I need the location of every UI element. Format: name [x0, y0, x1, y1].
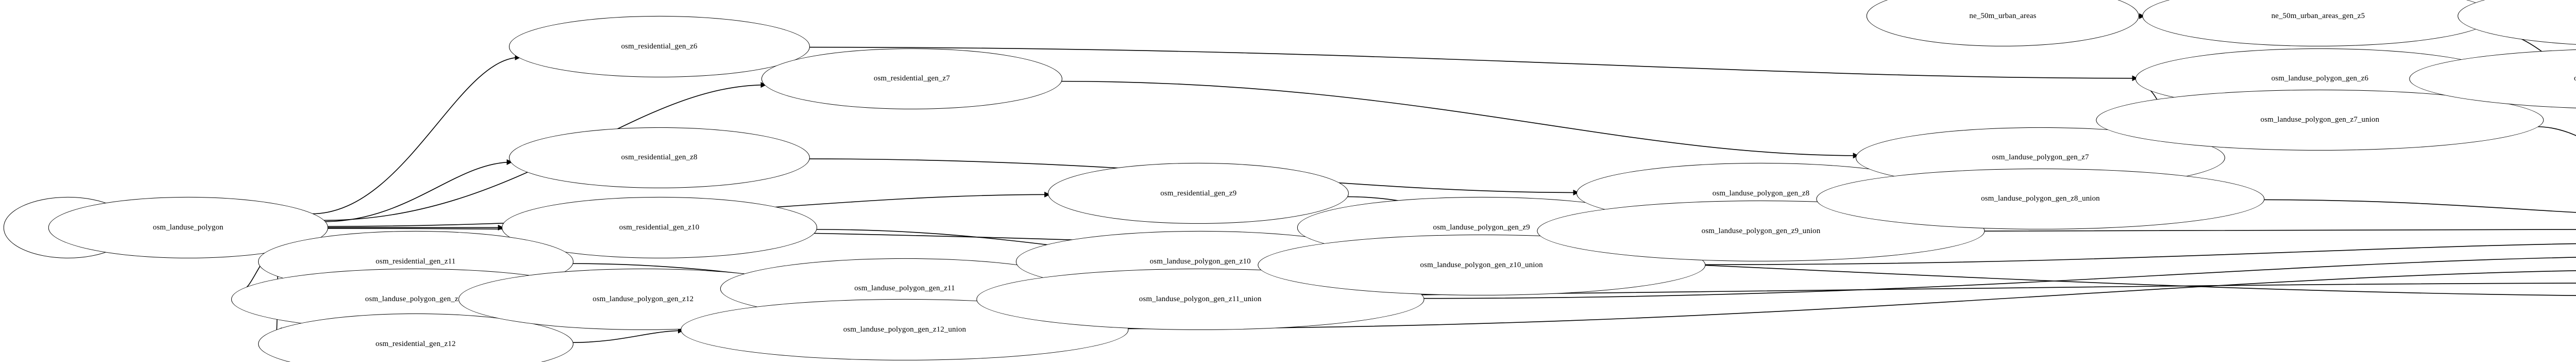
graph-node-label: osm_residential_gen_z8: [621, 153, 698, 162]
graph-node-osm-residential-gen-z7[interactable]: osm_residential_gen_z7: [761, 48, 1062, 109]
graph-node-osm-landuse-polygon-gen-z7-union[interactable]: osm_landuse_polygon_gen_z7_union: [2096, 89, 2544, 151]
graph-node-label: osm_landuse_polygon_gen_z11_union: [1139, 294, 1262, 303]
graph-node-osm-residential-gen-z6[interactable]: osm_residential_gen_z6: [509, 16, 810, 77]
graph-node-label: osm_residential_gen_z6: [621, 42, 698, 51]
graph-node-label: osm_landuse_polygon_gen_z11: [854, 284, 955, 292]
graph-node-label: osm_landuse_polygon_gen_z7: [1992, 153, 2089, 162]
graph-node-label: ne_50m_urban_areas: [1969, 11, 2037, 20]
graph-edge: [324, 159, 513, 222]
graph-node-osm-residential-gen-z8[interactable]: osm_residential_gen_z8: [509, 127, 810, 188]
graph-edge: [2536, 126, 2576, 136]
graph-node-label: osm_residential_gen_z7: [873, 74, 950, 83]
graph-node-label: osm_landuse_polygon_gen_z10_union: [1420, 260, 1543, 269]
graph-node-label: osm_landuse_polygon: [152, 223, 224, 232]
graph-node-label: ne_50m_urban_areas_gen_z5: [2271, 11, 2365, 20]
graph-node-label: osm_landuse_polygon_gen_z8_union: [1981, 194, 2100, 203]
graph-node-osm-landuse-polygon-gen-z8-union[interactable]: osm_landuse_polygon_gen_z8_union: [1816, 168, 2265, 229]
graph-node-label: osm_landuse_polygon_gen_z12_union: [843, 325, 967, 334]
graph-node-label: osm_residential_gen_z9: [1160, 189, 1237, 198]
graph-edge: [311, 54, 521, 215]
graph-node-label: osm_landuse_polygon_gen_z7_union: [2260, 116, 2380, 124]
graph-edge: [1060, 80, 1859, 159]
graph-node-label: osm_residential_gen_z12: [375, 339, 456, 348]
graph-node-label: osm_landuse_polygon_gen_z8: [1712, 189, 1810, 198]
graph-node-label: osm_landuse_polygon_gen_z9_union: [1701, 226, 1821, 235]
graph-node-label: osm_landuse_polygon_gen_z6_union: [2574, 74, 2576, 83]
graph-node-label: osm_landuse_polygon_gen_z6: [2271, 74, 2369, 83]
graph-node-label: osm_landuse_polygon_gen_z13: [365, 294, 466, 303]
graph-node-label: osm_residential_gen_z11: [376, 257, 456, 266]
graph-edge: [571, 327, 684, 343]
graph-node-label: osm_residential_gen_z10: [619, 223, 700, 232]
graph-node-ne-50m-urban-areas-gen-z5[interactable]: ne_50m_urban_areas_gen_z5: [2142, 0, 2494, 47]
graph-node-label: osm_landuse_polygon_gen_z10: [1149, 257, 1251, 266]
graph-node-osm-residential-gen-z9[interactable]: osm_residential_gen_z9: [1048, 163, 1349, 224]
graph-node-label: osm_landuse_polygon_gen_z12: [592, 294, 694, 303]
graph-edge: [2262, 199, 2576, 213]
graph-node-label: osm_landuse_polygon_gen_z9: [1433, 223, 1530, 232]
graph-edge: [1982, 229, 2576, 232]
graph-node-ne-50m-urban-areas[interactable]: ne_50m_urban_areas: [1867, 0, 2139, 47]
graph-node-ne-50m-urban-areas-gen-z4[interactable]: ne_50m_urban_areas_gen_z4: [2458, 0, 2576, 47]
